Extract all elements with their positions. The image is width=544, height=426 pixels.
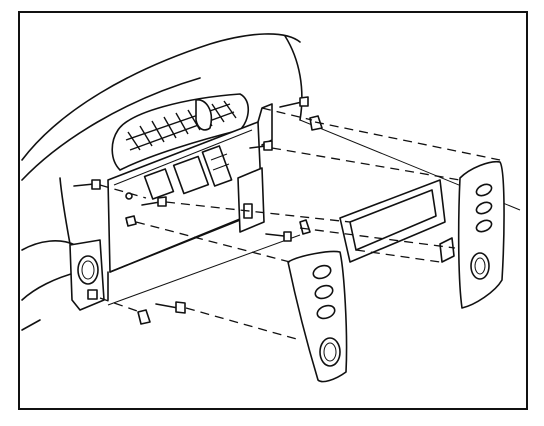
center-air-vent — [111, 93, 250, 171]
lower-switch-panel — [287, 250, 348, 383]
right-panel-connector — [439, 237, 455, 263]
screw-left-upper — [73, 179, 101, 190]
switch-opening-left — [143, 168, 175, 200]
lower-speaker-grille — [319, 337, 341, 367]
screw-center-lower — [265, 231, 292, 242]
mounting-plate — [107, 103, 273, 301]
right-button-3 — [475, 219, 493, 233]
clip-upper-right — [309, 115, 323, 131]
clip-center — [299, 219, 311, 235]
dashboard-shell — [21, 33, 521, 331]
display-opening — [172, 155, 210, 195]
lower-button-2 — [314, 284, 334, 300]
clip-left — [125, 215, 137, 227]
left-speaker-housing — [69, 239, 105, 311]
right-button-1 — [475, 183, 493, 197]
left-clip-slot — [87, 289, 98, 300]
screw-top-center — [279, 96, 309, 108]
clip-bottom — [137, 309, 151, 325]
right-speaker-grille — [470, 252, 490, 280]
right-switch-panel — [439, 160, 505, 309]
lower-button-1 — [312, 264, 332, 280]
screw-left-lower — [141, 196, 167, 207]
right-button-2 — [475, 201, 493, 215]
screw-bottom — [155, 301, 186, 314]
assembly-guide-lines — [99, 107, 501, 341]
screw-upper-right — [249, 140, 273, 151]
center-trim-frame — [339, 179, 446, 263]
figure-frame — [18, 11, 528, 410]
switch-cluster — [201, 145, 233, 187]
left-speaker-grille — [77, 255, 99, 285]
lower-button-3 — [316, 304, 336, 320]
